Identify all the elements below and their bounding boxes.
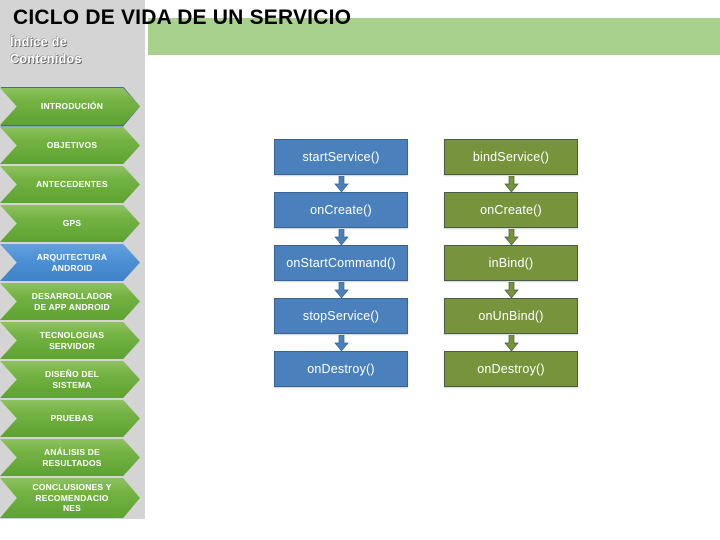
sidebar-item-label: GPS (62, 218, 82, 229)
diagram-node-started-service-stopservice: stopService() (274, 298, 408, 334)
sidebar-heading: Índice de Contenidos (10, 34, 138, 68)
slide-title-banner (148, 18, 720, 55)
sidebar-item-gps[interactable]: GPS (0, 205, 140, 242)
diagram-node-started-service-onstartcommand: onStartCommand() (274, 245, 408, 281)
sidebar-heading-line1: Índice de (10, 35, 67, 49)
sidebar-item-tecnologiasservidor[interactable]: TECNOLOGIAS SERVIDOR (0, 322, 140, 359)
arrow-down-icon (503, 282, 520, 299)
sidebar-item-introdución[interactable]: INTRODUCIÓN (0, 88, 140, 125)
sidebar-item-label: ARQUITECTURA ANDROID (36, 252, 108, 273)
arrow-down-icon (503, 335, 520, 352)
diagram-node-started-service-ondestroy: onDestroy() (274, 351, 408, 387)
arrow-down-icon (333, 176, 350, 193)
sidebar-item-label: OBJETIVOS (46, 140, 98, 151)
diagram-node-bound-service-bindservice: bindService() (444, 139, 578, 175)
sidebar-item-label: TECNOLOGIAS SERVIDOR (39, 330, 105, 351)
sidebar-item-label: DESARROLLADOR DE APP ANDROID (31, 291, 113, 312)
sidebar-item-análisis-deresultados[interactable]: ANÁLISIS DE RESULTADOS (0, 439, 140, 476)
sidebar-item-label: DISEÑO DEL SISTEMA (45, 369, 99, 390)
diagram-node-bound-service-onunbind: onUnBind() (444, 298, 578, 334)
sidebar-item-label: INTRODUCIÓN (40, 101, 104, 112)
diagram-node-bound-service-oncreate: onCreate() (444, 192, 578, 228)
sidebar-item-antecedentes[interactable]: ANTECEDENTES (0, 166, 140, 203)
sidebar-item-arquitecturaandroid[interactable]: ARQUITECTURA ANDROID (0, 244, 140, 281)
sidebar: Índice de Contenidos INTRODUCIÓN OBJETIVO… (0, 0, 145, 519)
sidebar-item-pruebas[interactable]: PRUEBAS (0, 400, 140, 437)
arrow-down-icon (333, 335, 350, 352)
sidebar-item-label: ANÁLISIS DE RESULTADOS (42, 447, 102, 468)
sidebar-heading-line2: Contenidos (10, 52, 82, 66)
arrow-down-icon (503, 176, 520, 193)
diagram-node-bound-service-ondestroy: onDestroy() (444, 351, 578, 387)
sidebar-item-objetivos[interactable]: OBJETIVOS (0, 127, 140, 164)
diagram-node-started-service-startservice: startService() (274, 139, 408, 175)
sidebar-item-conclusiones-yrecomendaciones[interactable]: CONCLUSIONES Y RECOMENDACIO NES (0, 478, 140, 518)
sidebar-item-diseño-delsistema[interactable]: DISEÑO DEL SISTEMA (0, 361, 140, 398)
sidebar-item-label: ANTECEDENTES (36, 179, 108, 190)
page-title: CICLO DE VIDA DE UN SERVICIO (13, 6, 352, 29)
sidebar-item-label: PRUEBAS (50, 413, 94, 424)
arrow-down-icon (333, 229, 350, 246)
diagram-node-bound-service-inbind: inBind() (444, 245, 578, 281)
arrow-down-icon (333, 282, 350, 299)
diagram-node-started-service-oncreate: onCreate() (274, 192, 408, 228)
sidebar-item-label: CONCLUSIONES Y RECOMENDACIO NES (32, 482, 112, 514)
sidebar-item-desarrolladorde-app-android[interactable]: DESARROLLADOR DE APP ANDROID (0, 283, 140, 320)
arrow-down-icon (503, 229, 520, 246)
